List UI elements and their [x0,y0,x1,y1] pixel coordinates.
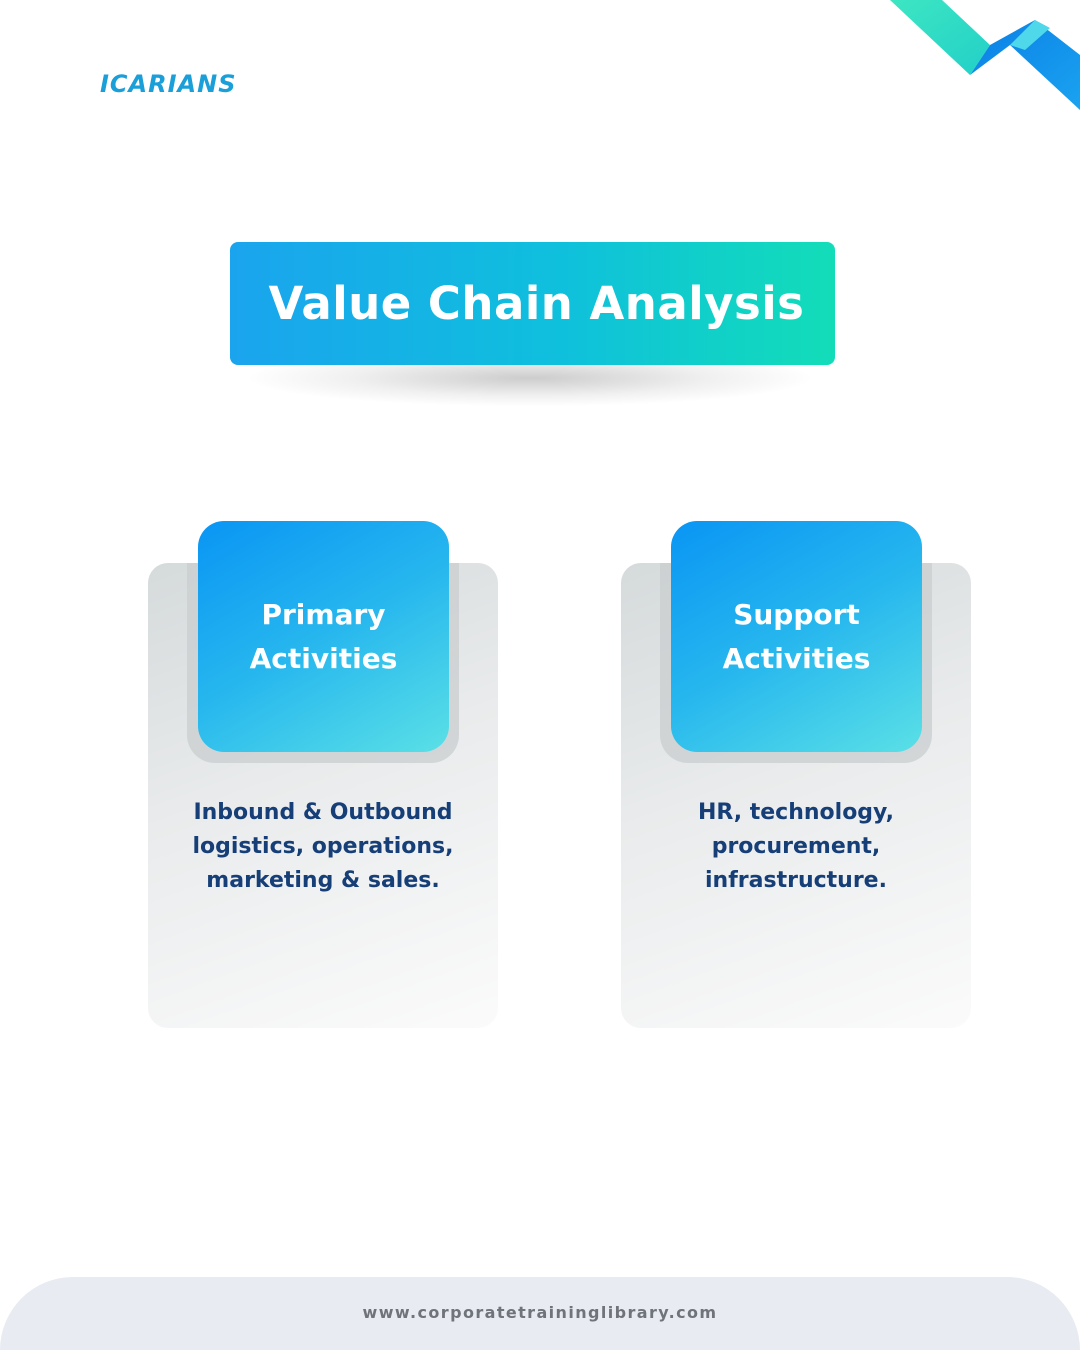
support-activities-heading-box: Support Activities [671,521,922,752]
card-description-line: infrastructure. [705,868,887,893]
card-heading-line: Activities [249,641,398,675]
card-description-line: Inbound & Outbound [193,800,453,825]
footer-bar: www.corporatetraininglibrary.com [0,1277,1080,1350]
card-description-line: HR, technology, [697,800,895,825]
primary-activities-heading-box: Primary Activities [198,521,449,752]
card-description-line: procurement, [711,834,881,859]
card-heading-line: Activities [722,641,871,675]
page-title: Value Chain Analysis [268,277,805,330]
card-heading-line: Support [733,597,860,631]
footer-url-link[interactable]: www.corporatetraininglibrary.com [362,1303,718,1322]
corner-ribbon-decoration [890,0,1080,110]
card-heading-line: Primary [261,597,386,631]
primary-activities-description: Inbound & Outbound logistics, operations… [148,796,498,898]
card-description-line: marketing & sales. [206,868,440,893]
support-activities-description: HR, technology, procurement, infrastruct… [621,796,971,898]
brand-logo: ICARIANS [100,70,237,98]
card-description-line: logistics, operations, [192,834,454,859]
title-banner: Value Chain Analysis [230,242,835,365]
